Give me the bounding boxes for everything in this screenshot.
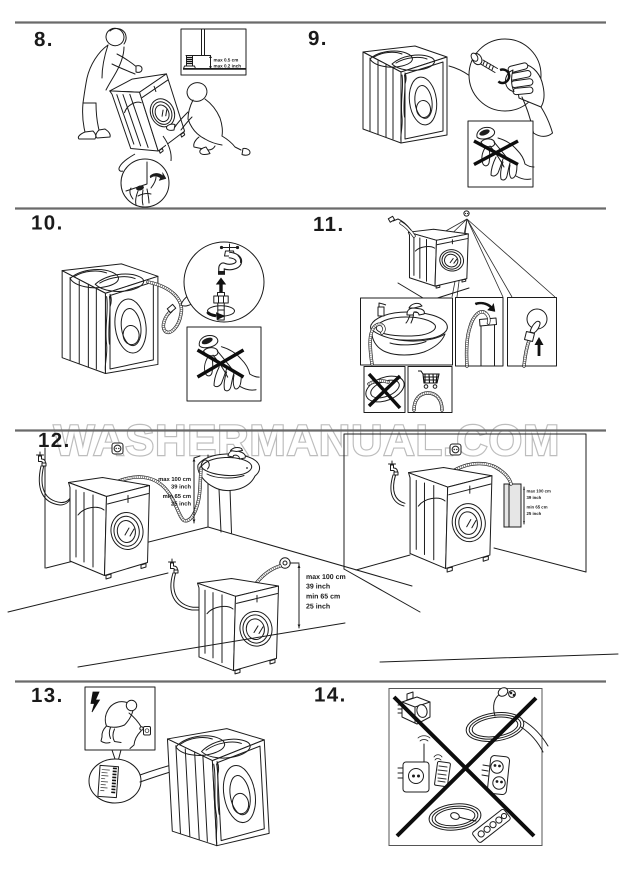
svg-text:min 65 cm: min 65 cm (163, 493, 191, 500)
svg-text:14.: 14. (314, 684, 347, 707)
svg-text:max 100 cm: max 100 cm (158, 476, 191, 483)
svg-text:39 inch: 39 inch (171, 484, 191, 491)
svg-text:10.: 10. (31, 212, 64, 235)
svg-text:8.: 8. (34, 28, 54, 51)
svg-text:25 inch: 25 inch (171, 501, 191, 508)
svg-text:9.: 9. (308, 27, 328, 50)
svg-text:max 100 cm: max 100 cm (306, 574, 346, 581)
svg-text:max 0.5 cm: max 0.5 cm (214, 58, 239, 63)
svg-text:min 65 cm: min 65 cm (306, 593, 340, 601)
svg-text:39 inch: 39 inch (306, 583, 330, 591)
svg-text:11.: 11. (313, 213, 345, 236)
svg-text:25 inch: 25 inch (306, 603, 330, 611)
svg-text:25 inch: 25 inch (527, 511, 542, 516)
svg-text:13.: 13. (31, 684, 64, 707)
svg-text:max 0.2 inch: max 0.2 inch (214, 64, 242, 69)
svg-text:min 65 cm: min 65 cm (527, 505, 548, 510)
svg-text:39 inch: 39 inch (527, 495, 542, 500)
svg-text:12.: 12. (38, 429, 71, 452)
svg-text:max 100 cm: max 100 cm (527, 489, 552, 494)
svg-text:WASHERMANUAL.COM: WASHERMANUAL.COM (54, 417, 561, 465)
